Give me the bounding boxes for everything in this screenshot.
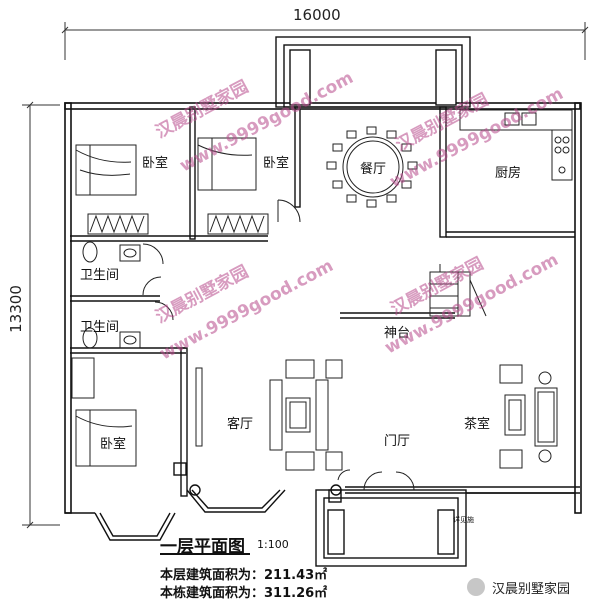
title-underline xyxy=(160,553,250,555)
plan-scale: 1:100 xyxy=(257,538,289,551)
tea-room-furniture xyxy=(499,364,558,469)
room-label-foyer: 门厅 xyxy=(384,434,411,449)
dimension-lines xyxy=(22,22,589,529)
bathroom-fixtures xyxy=(82,241,141,349)
room-label-bedroom-2: 卧室 xyxy=(263,156,290,171)
room-label-kitchen: 厨房 xyxy=(495,166,522,181)
living-sofa-set xyxy=(195,359,343,471)
dining-table xyxy=(326,126,418,208)
beds xyxy=(75,137,257,467)
room-label-living: 客厅 xyxy=(227,417,254,432)
kitchen-fixtures xyxy=(459,109,573,181)
room-label-tea-room: 茶室 xyxy=(464,417,491,432)
south-porch xyxy=(315,489,580,567)
wardrobes xyxy=(71,213,269,399)
north-porch xyxy=(275,36,471,108)
bay-windows xyxy=(94,462,342,541)
interior-walls xyxy=(70,106,575,497)
dimension-height: 13300 xyxy=(6,285,25,333)
outer-walls xyxy=(64,102,582,514)
room-label-dining: 餐厅 xyxy=(360,162,387,177)
room-label-bathroom-2: 卫生间 xyxy=(80,320,120,335)
wechat-logo-icon xyxy=(467,578,485,596)
floor-area-text: 本层建筑面积为：211.43㎡ xyxy=(160,568,328,583)
room-label-bedroom-1: 卧室 xyxy=(142,156,169,171)
doors xyxy=(142,199,415,491)
detail-note: 详见施 xyxy=(453,516,474,524)
room-label-bedroom-3: 卧室 xyxy=(100,437,127,452)
brand-caption: 汉晨别墅家园 xyxy=(492,582,571,597)
staircase xyxy=(429,264,487,317)
room-label-shrine: 神台 xyxy=(384,326,411,341)
room-label-bathroom-1: 卫生间 xyxy=(80,268,120,283)
total-area-text: 本栋建筑面积为：311.26㎡ xyxy=(160,586,328,601)
dimension-width: 16000 xyxy=(293,6,341,24)
plan-title: 一层平面图 xyxy=(160,537,245,557)
